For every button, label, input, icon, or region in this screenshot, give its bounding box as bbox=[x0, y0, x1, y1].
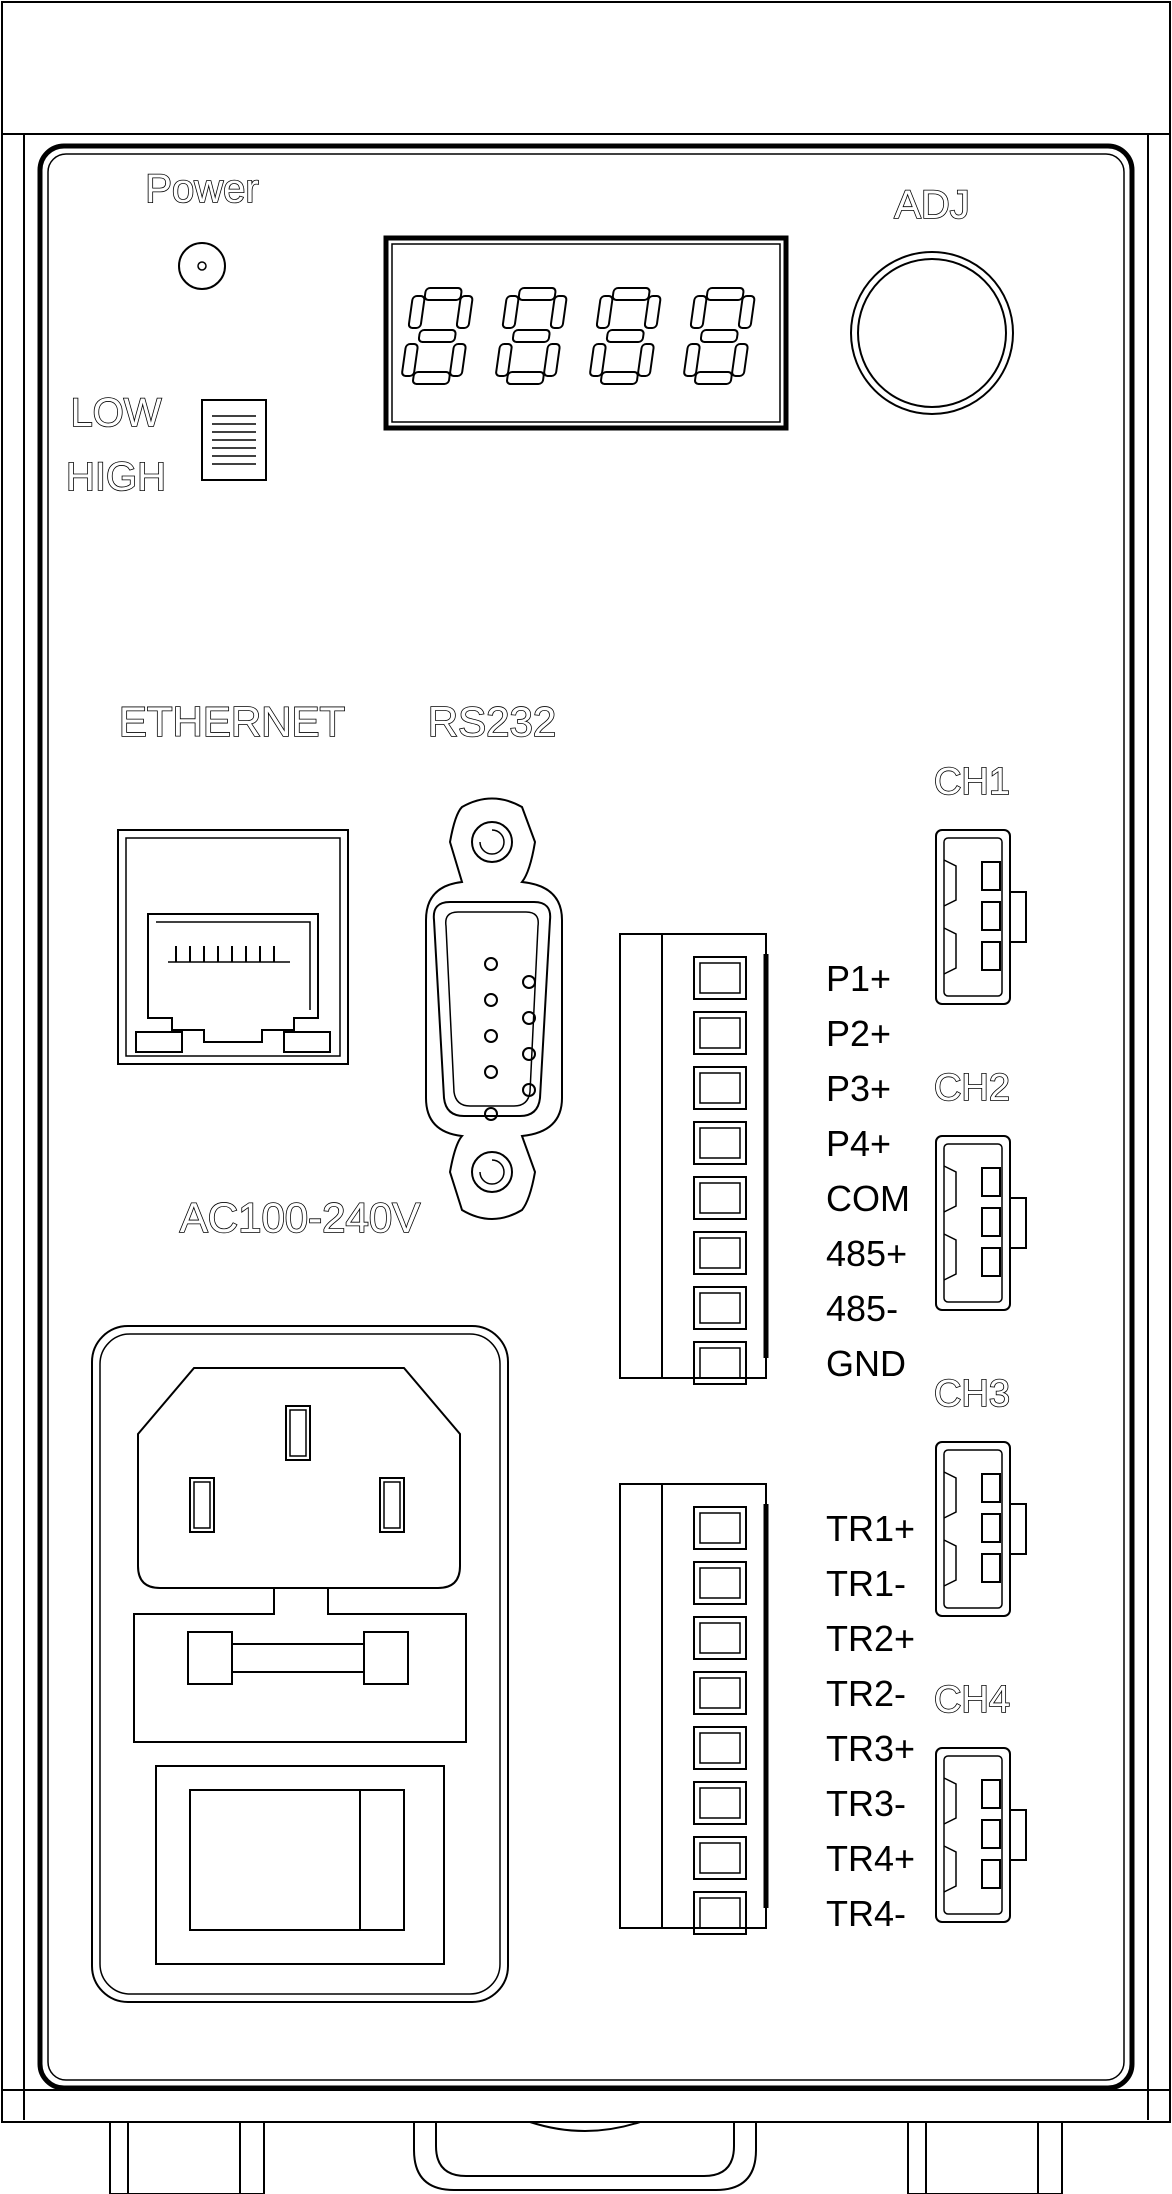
channel-connector-ch3[interactable] bbox=[935, 1441, 1027, 1617]
terminal-screw[interactable] bbox=[693, 1231, 747, 1275]
channel-connector-ch4[interactable] bbox=[935, 1747, 1027, 1923]
terminal-label: TR3- bbox=[826, 1783, 906, 1824]
front-panel bbox=[37, 143, 1135, 2091]
display-digit-1 bbox=[401, 287, 474, 385]
power-led-icon bbox=[178, 242, 226, 290]
terminal-label: 485+ bbox=[826, 1233, 907, 1274]
channel-connector-ch1[interactable] bbox=[935, 829, 1027, 1005]
terminal-screw[interactable] bbox=[693, 1121, 747, 1165]
terminal-screw[interactable] bbox=[693, 1011, 747, 1055]
display-digit-2 bbox=[495, 287, 568, 385]
terminal-screw[interactable] bbox=[693, 1726, 747, 1770]
low-label: LOW bbox=[70, 391, 161, 435]
ethernet-label: ETHERNET bbox=[119, 698, 345, 745]
terminal-screw[interactable] bbox=[693, 1286, 747, 1330]
terminal-screw[interactable] bbox=[693, 1561, 747, 1605]
terminal-screw[interactable] bbox=[693, 1506, 747, 1550]
terminal-block-io bbox=[619, 933, 769, 1385]
rs232-label: RS232 bbox=[428, 698, 556, 745]
terminal-label: TR1+ bbox=[826, 1508, 915, 1549]
terminal-label: TR4+ bbox=[826, 1838, 915, 1879]
mounting-feet bbox=[109, 2121, 1063, 2194]
terminal-screw[interactable] bbox=[693, 1341, 747, 1385]
adj-knob[interactable] bbox=[850, 251, 1014, 415]
terminal-screw[interactable] bbox=[693, 1671, 747, 1715]
channel-label-ch1: CH1 bbox=[934, 761, 1010, 803]
terminal-label: P2+ bbox=[826, 1013, 891, 1054]
terminal-screw[interactable] bbox=[693, 1066, 747, 1110]
terminal-label: 485- bbox=[826, 1288, 898, 1329]
high-label: HIGH bbox=[66, 455, 166, 499]
rs232-pin bbox=[522, 1047, 536, 1061]
terminal-label: COM bbox=[826, 1178, 910, 1219]
display-digit-3 bbox=[589, 287, 662, 385]
terminal-label: TR2- bbox=[826, 1673, 906, 1714]
terminal-label: TR2+ bbox=[826, 1618, 915, 1659]
terminal-label: P4+ bbox=[826, 1123, 891, 1164]
terminal-screw[interactable] bbox=[693, 1616, 747, 1660]
power-rocker-switch[interactable] bbox=[155, 1765, 445, 1965]
terminal-label: TR4- bbox=[826, 1893, 906, 1934]
channel-label-ch3: CH3 bbox=[934, 1373, 1010, 1415]
channel-connector-ch2[interactable] bbox=[935, 1135, 1027, 1311]
terminal-label: GND bbox=[826, 1343, 906, 1384]
terminal-screw[interactable] bbox=[693, 956, 747, 1000]
rs232-pin bbox=[484, 957, 498, 971]
adj-label: ADJ bbox=[894, 183, 970, 227]
outer-housing bbox=[1, 1, 1171, 2123]
fuse-holder[interactable] bbox=[133, 1588, 467, 1743]
ac-input-label: AC100-240V bbox=[180, 1194, 421, 1241]
terminal-screw[interactable] bbox=[693, 1836, 747, 1880]
rs232-port[interactable] bbox=[425, 797, 563, 1220]
terminal-label: TR3+ bbox=[826, 1728, 915, 1769]
rs232-pin bbox=[484, 1029, 498, 1043]
terminal-label: P1+ bbox=[826, 958, 891, 999]
display-digit-4 bbox=[683, 287, 756, 385]
rs232-pin bbox=[484, 1107, 498, 1121]
rs232-pin bbox=[484, 993, 498, 1007]
terminal-screw[interactable] bbox=[693, 1781, 747, 1825]
rs232-pin bbox=[522, 1083, 536, 1097]
ac-inlet-module bbox=[91, 1325, 509, 2003]
terminal-block-trigger bbox=[619, 1483, 769, 1935]
rs232-pin bbox=[484, 1065, 498, 1079]
channel-label-ch2: CH2 bbox=[934, 1067, 1010, 1109]
power-label: Power bbox=[145, 167, 258, 211]
rs232-pin bbox=[522, 975, 536, 989]
terminal-label: P3+ bbox=[826, 1068, 891, 1109]
rs232-pin bbox=[522, 1011, 536, 1025]
range-switch[interactable] bbox=[201, 399, 267, 481]
seven-segment-display bbox=[383, 235, 789, 431]
terminal-screw[interactable] bbox=[693, 1891, 747, 1935]
channel-label-ch4: CH4 bbox=[934, 1679, 1010, 1721]
terminal-label: TR1- bbox=[826, 1563, 906, 1604]
terminal-screw[interactable] bbox=[693, 1176, 747, 1220]
iec-power-socket[interactable] bbox=[137, 1367, 461, 1589]
ethernet-port[interactable] bbox=[117, 829, 349, 1065]
